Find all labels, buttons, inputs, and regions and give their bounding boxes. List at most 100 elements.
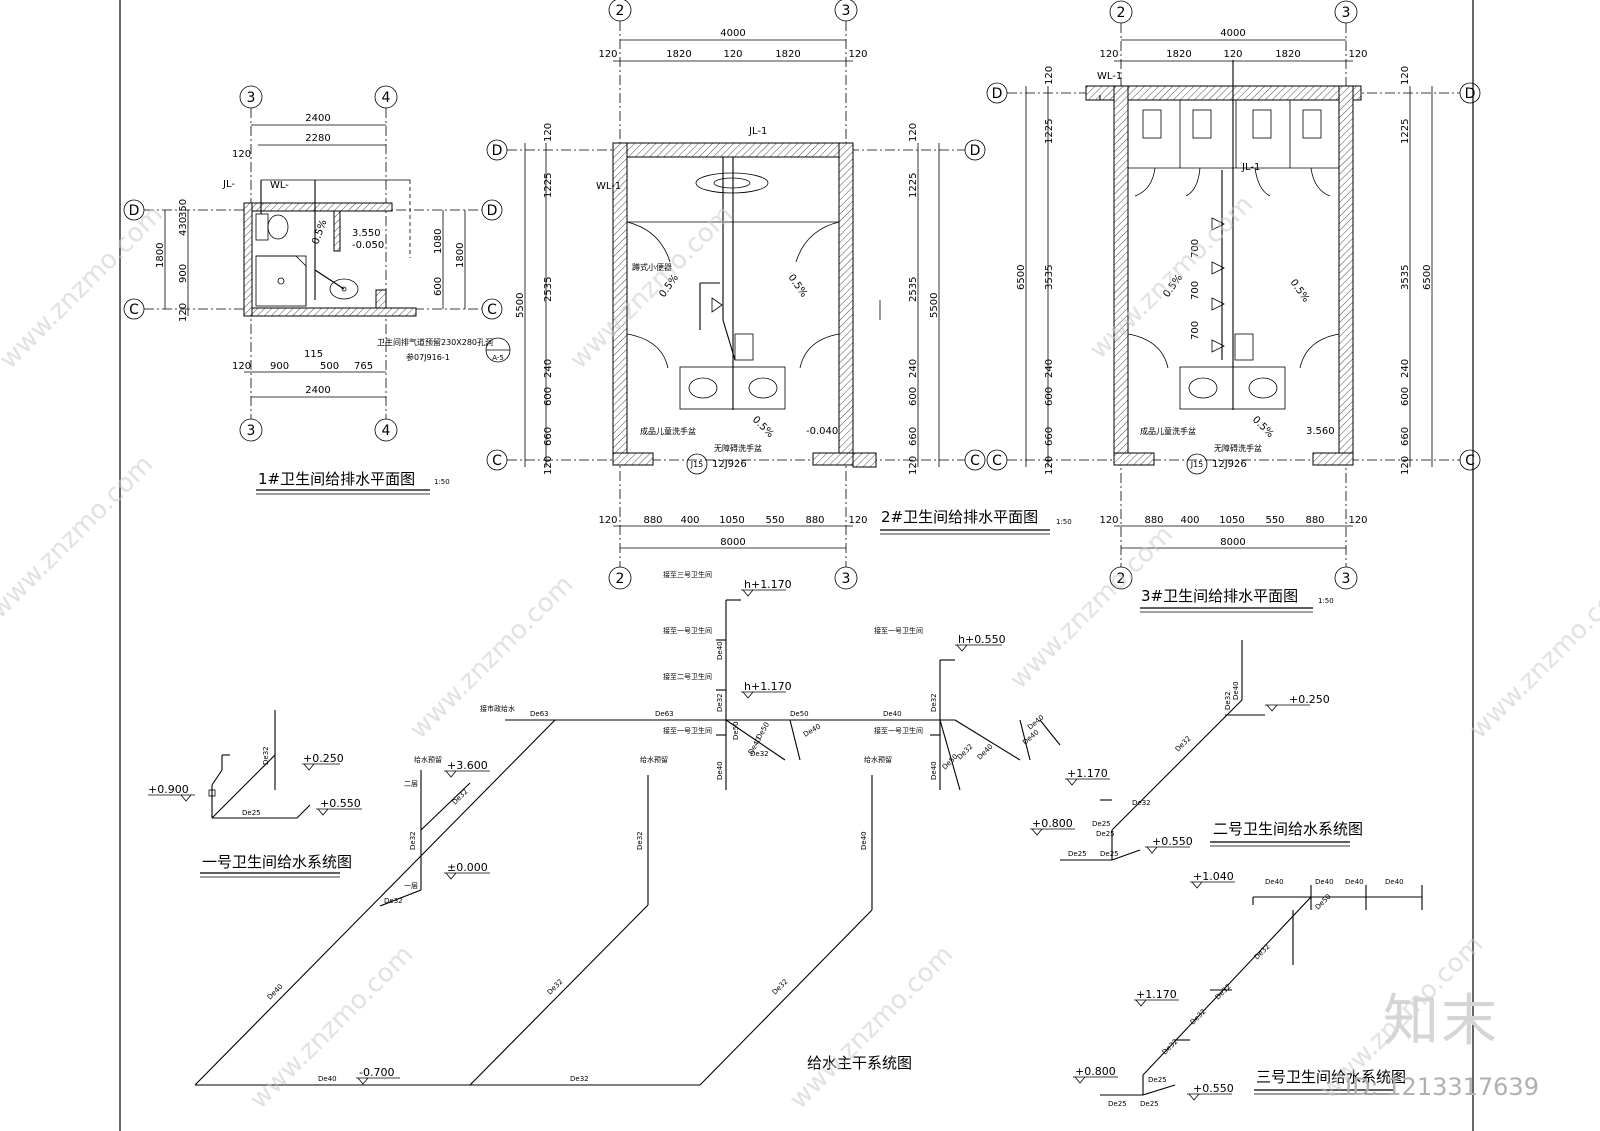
dim-bottom-0: 120 [232, 361, 251, 372]
svg-text:3: 3 [247, 90, 256, 106]
pipe-size: De40 [716, 641, 724, 660]
dim-bottom-5: 880 [805, 515, 824, 526]
dim-mid-0: 700 [1190, 239, 1201, 258]
dim-top-2: 1820 [1166, 49, 1191, 60]
axis-c-right: C [1459, 449, 1481, 471]
dim-bottom-3: 500 [320, 361, 339, 372]
svg-text:+1.040: +1.040 [1193, 870, 1234, 883]
system-2: +0.250 +1.170 +0.800 +0.550 De40 De32 De… [1030, 640, 1363, 861]
note: 接至一号卫生间 [663, 626, 712, 635]
svg-text:4: 4 [382, 423, 391, 439]
dim-left-6: 120 [1044, 456, 1055, 475]
dim-left-5: 660 [543, 427, 554, 446]
note: 接市政给水 [480, 704, 515, 713]
dim-right-1: 600 [433, 277, 444, 296]
pipe-size: De25 [1092, 820, 1111, 828]
dim-right-2: 3535 [1400, 265, 1411, 290]
dim-top-inner: 2280 [305, 133, 330, 144]
svg-text:2: 2 [1117, 571, 1126, 587]
axis-d-left: D [486, 139, 508, 161]
level-marker: +0.550 [1187, 1082, 1234, 1101]
level-marker: ±0.000 [444, 861, 490, 880]
level-marker: -0.700 [356, 1066, 400, 1085]
dim-right-6: 120 [1400, 456, 1411, 475]
note: 接至三号卫生间 [663, 570, 712, 579]
svg-text:+0.250: +0.250 [1289, 693, 1330, 706]
svg-text:J15: J15 [690, 460, 704, 469]
pipe-size: De40 [1315, 878, 1334, 886]
dim-left-1: 1225 [543, 173, 554, 198]
level-2: -0.050 [352, 240, 384, 251]
pipe-size: De25 [1096, 830, 1115, 838]
watermark-text: www.znzmo.com [0, 450, 159, 625]
axis-2-top: 2 [608, 0, 632, 22]
level-marker: +0.800 [1073, 1065, 1118, 1084]
fixture-accessible-basin: 无障碍洗手盆 [1214, 443, 1262, 453]
pipe-size: De32 [384, 897, 403, 905]
svg-text:+0.250: +0.250 [303, 752, 344, 765]
pipe-size: De32 [716, 693, 724, 712]
axis-c-left: C [486, 449, 508, 471]
dim-bottom-5: 880 [1305, 515, 1324, 526]
pipe-size: De25 [1108, 1100, 1127, 1108]
axis-d-right: D [481, 199, 503, 221]
svg-text:C: C [487, 302, 497, 318]
axis-3-bottom: 3 [834, 566, 858, 590]
note: 一层 [404, 882, 418, 890]
dim-bottom-0: 120 [598, 515, 617, 526]
dim-right-0: 120 [1400, 66, 1411, 85]
dim-left-4: 120 [178, 303, 189, 322]
dim-right-0: 120 [908, 123, 919, 142]
level-marker: +1.170 [1134, 988, 1179, 1007]
dim-right-0: 1080 [433, 229, 444, 254]
level-marker: h+0.550 [955, 633, 1006, 652]
slope-label: 0.5% [310, 218, 329, 246]
dim-left-3: 240 [543, 359, 554, 378]
pipe-size: De32 [1132, 799, 1151, 807]
svg-text:D: D [970, 143, 981, 159]
plan-1: 3 4 3 4 D C D C JL- WL- 0.5% 3. [123, 85, 511, 495]
dim-bottom-1: 880 [643, 515, 662, 526]
pipe-label-jl1: JL-1 [1241, 162, 1260, 173]
dim-left-6: 120 [543, 456, 554, 475]
dim-left-0: 1800 [155, 243, 166, 268]
fixture-urinal: 蹲式小便器 [632, 262, 672, 272]
svg-text:D: D [992, 86, 1003, 102]
axis-d-right: D [964, 139, 986, 161]
fixture-child-basin: 成品儿童洗手盆 [1140, 426, 1196, 436]
svg-text:+0.800: +0.800 [1075, 1065, 1116, 1078]
dim-right-1: 1225 [1400, 119, 1411, 144]
dim-right-2: 1800 [455, 243, 466, 268]
level-marker: +1.040 [1190, 870, 1235, 889]
pipe-label-jl1: JL-1 [748, 126, 767, 137]
pipe-size: De50 [1314, 893, 1333, 912]
axis-c-right: C [964, 449, 986, 471]
detail-badge: J15 [1186, 453, 1208, 475]
dim-bottom-6: 120 [1348, 515, 1367, 526]
dim-left-total: 5500 [515, 293, 526, 318]
dim-right-5: 660 [1400, 427, 1411, 446]
slope-3: 0.5% [750, 414, 776, 440]
plan-3-title: 3#卫生间给排水平面图 [1141, 587, 1298, 605]
pipe-size: De32 [1174, 735, 1193, 754]
pipe-size: De32 [1189, 1008, 1208, 1027]
axis-c-right: C [481, 298, 503, 320]
dim-right-4: 600 [1400, 387, 1411, 406]
level-marker: +0.900 [148, 783, 195, 802]
dim-top-total: 4000 [720, 28, 745, 39]
level-marker: +3.600 [444, 759, 490, 778]
watermark-text: www.znzmo.com [404, 570, 579, 745]
pipe-size: De40 [883, 710, 902, 718]
pipe-size: De40 [1345, 878, 1364, 886]
note: 接至二号卫生间 [663, 672, 712, 681]
pipe-size: De40 [318, 1075, 337, 1083]
level-marker: h+1.170 [741, 578, 792, 597]
pipe-size: De32 [409, 831, 417, 850]
dim-top-wall: 120 [232, 149, 251, 160]
svg-text:C: C [492, 453, 502, 469]
dim-bottom-0: 120 [1099, 515, 1118, 526]
watermark-text: www.znzmo.com [1464, 570, 1600, 745]
dim-right-1: 1225 [908, 173, 919, 198]
axis-2-top: 2 [1109, 0, 1133, 24]
